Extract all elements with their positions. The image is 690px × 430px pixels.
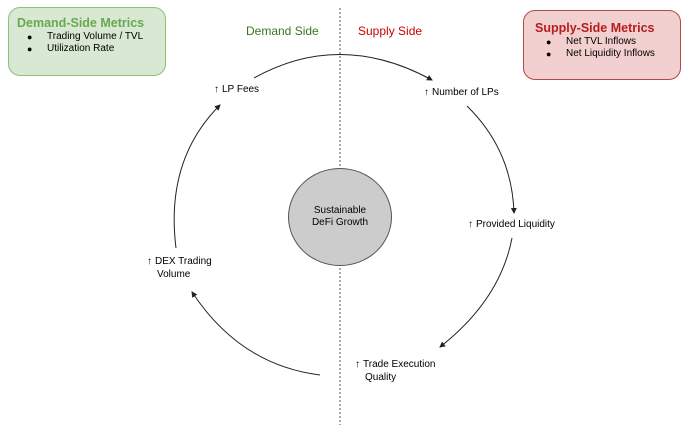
bullet-icon: ● [546, 49, 552, 59]
arrow-lp-fees-to-number-of-lps [253, 54, 433, 81]
arrow-trade-execution-to-dex-volume [191, 291, 321, 376]
up-arrow-icon: ↑ [214, 84, 219, 95]
node-trade-execution-quality: ↑Trade Execution Quality [355, 359, 436, 383]
demand-metrics-title: Demand-Side Metrics [17, 16, 145, 30]
up-arrow-icon: ↑ [147, 256, 152, 267]
supply-side-metrics-box: Supply-Side Metrics ●Net TVL Inflows ●Ne… [523, 10, 681, 80]
demand-metric-item: ●Trading Volume / TVL [27, 31, 144, 42]
supply-metrics-list: ●Net TVL Inflows ●Net Liquidity Inflows [542, 36, 655, 60]
up-arrow-icon: ↑ [355, 359, 360, 370]
up-arrow-icon: ↑ [424, 87, 429, 98]
arrow-number-of-lps-to-provided-liquidity [466, 105, 517, 214]
supply-metric-item: ●Net TVL Inflows [546, 36, 637, 47]
up-arrow-icon: ↑ [468, 219, 473, 230]
demand-metrics-list: ●Trading Volume / TVL ●Utilization Rate [23, 31, 143, 55]
demand-side-label: Demand Side [246, 24, 319, 38]
node-lp-fees: ↑LP Fees [214, 84, 260, 95]
bullet-icon: ● [27, 44, 33, 54]
bullet-icon: ● [27, 32, 33, 42]
node-dex-trading-volume: ↑DEX Trading Volume [147, 256, 212, 280]
arrow-provided-liquidity-to-trade-execution [439, 237, 513, 348]
supply-metric-item: ●Net Liquidity Inflows [546, 48, 655, 59]
supply-metrics-title: Supply-Side Metrics [535, 21, 655, 35]
demand-metric-item: ●Utilization Rate [27, 43, 115, 54]
node-number-of-lps: ↑Number of LPs [424, 87, 499, 98]
node-provided-liquidity: ↑Provided Liquidity [468, 219, 555, 230]
demand-side-metrics-box: Demand-Side Metrics ●Trading Volume / TV… [8, 7, 166, 76]
bullet-icon: ● [546, 37, 552, 47]
supply-side-label: Supply Side [358, 24, 423, 38]
arrow-dex-volume-to-lp-fees [173, 104, 221, 249]
center-node-sustainable-growth: Sustainable DeFi Growth [288, 168, 392, 266]
